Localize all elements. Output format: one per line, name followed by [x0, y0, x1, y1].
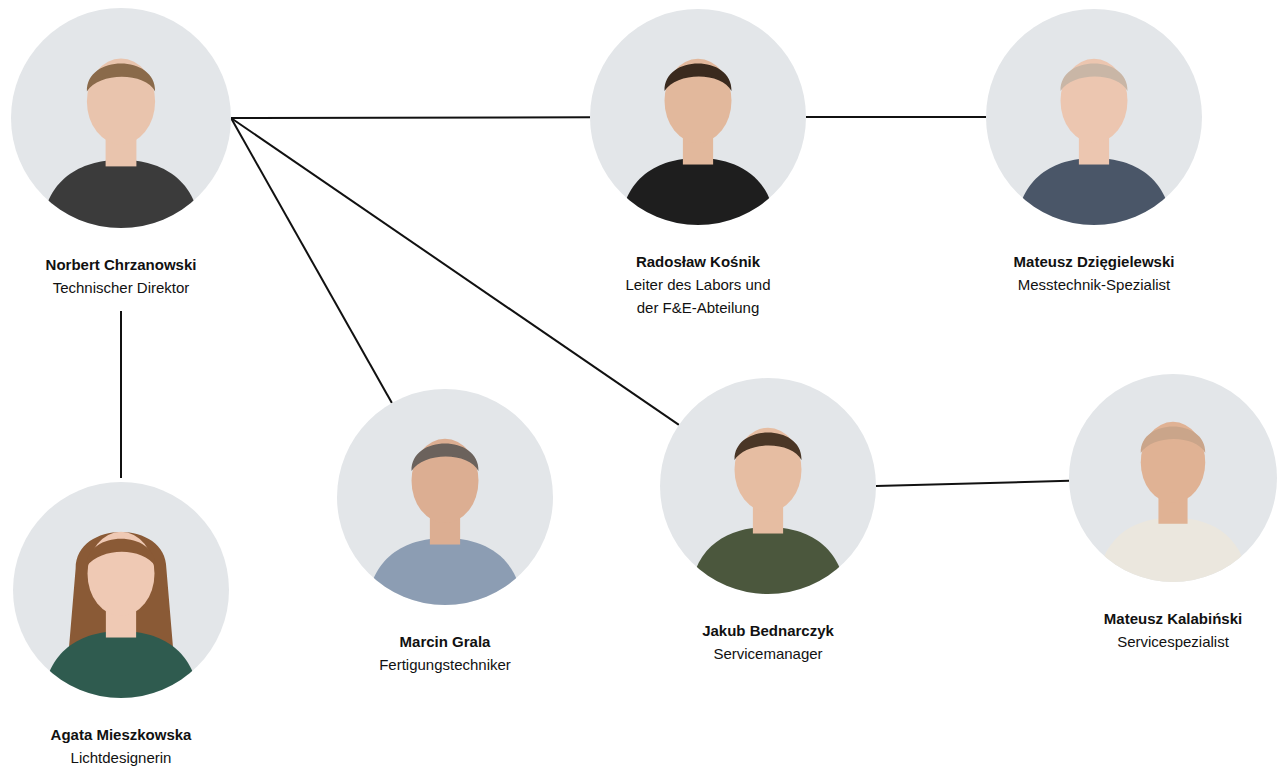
person-node: Jakub BednarczykServicemanager [660, 378, 876, 665]
connector-line [231, 116, 590, 119]
portrait-silhouette [13, 482, 229, 698]
job-title: Technischer Direktor [16, 276, 226, 299]
person-node: Radosław KośnikLeiter des Labors und der… [590, 9, 806, 319]
job-title: Servicespezialist [1071, 630, 1275, 653]
portrait-silhouette [660, 378, 876, 594]
person-name: Mateusz Dzięgielewski [986, 251, 1202, 273]
connector-line [876, 481, 1069, 486]
portrait-circle [986, 9, 1202, 225]
portrait-silhouette [11, 8, 231, 228]
connector-line [231, 118, 392, 403]
connector-line [806, 116, 986, 118]
portrait-silhouette [986, 9, 1202, 225]
portrait-circle [337, 389, 553, 605]
portrait-circle [660, 378, 876, 594]
job-title: Servicemanager [661, 642, 875, 665]
job-title: Lichtdesignerin [14, 746, 228, 769]
job-title: Messtechnik-Spezialist [987, 273, 1201, 296]
person-node: Mateusz DzięgielewskiMesstechnik-Spezial… [986, 9, 1202, 296]
person-name: Radosław Kośnik [590, 251, 806, 273]
person-node: Marcin GralaFertigungstechniker [337, 389, 553, 676]
person-name: Jakub Bednarczyk [660, 620, 876, 642]
connector-line [120, 311, 122, 478]
portrait-circle [1069, 374, 1277, 582]
portrait-circle [590, 9, 806, 225]
job-title: Fertigungstechniker [338, 653, 552, 676]
person-name: Mateusz Kalabiński [1069, 608, 1277, 630]
portrait-circle [13, 482, 229, 698]
portrait-silhouette [590, 9, 806, 225]
portrait-circle [11, 8, 231, 228]
person-name: Marcin Grala [337, 631, 553, 653]
portrait-silhouette [1069, 374, 1277, 582]
portrait-silhouette [337, 389, 553, 605]
person-node: Agata MieszkowskaLichtdesignerin [13, 482, 229, 769]
job-title: Leiter des Labors und der F&E-Abteilung [613, 273, 783, 319]
person-node: Norbert ChrzanowskiTechnischer Direktor [11, 8, 231, 299]
person-node: Mateusz KalabińskiServicespezialist [1069, 374, 1277, 653]
person-name: Norbert Chrzanowski [11, 254, 231, 276]
person-name: Agata Mieszkowska [13, 724, 229, 746]
